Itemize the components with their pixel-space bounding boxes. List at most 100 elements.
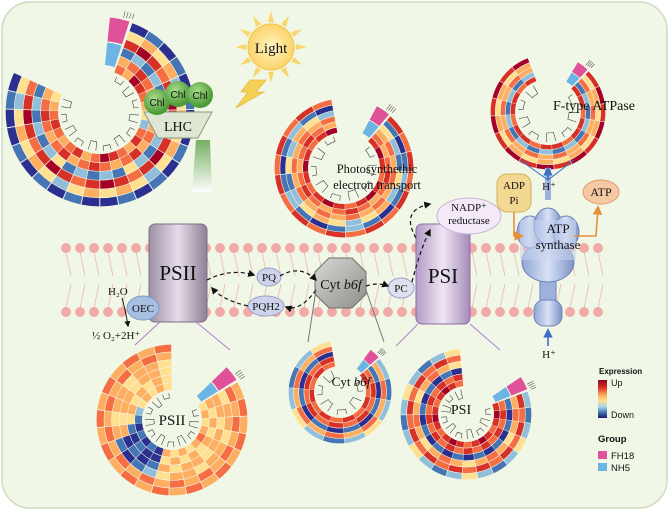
heatmap-cell [120,401,130,414]
heatmap-cell [28,153,45,172]
heatmap-cell [477,435,488,445]
heatmap-cell [141,447,154,459]
heatmap-cell [432,406,439,415]
heatmap-cell [100,153,110,163]
heatmap-cell [324,431,345,439]
heatmap-cell [586,90,595,106]
lipid-head [397,307,407,317]
heatmap-cell [436,364,451,375]
lipid-head [579,243,589,253]
heatmap-cell [454,380,464,388]
heatmap-cell [425,404,433,415]
lightning-icon [235,79,267,109]
heatmap-cell [138,472,155,485]
heatmap-cell [227,431,239,448]
heatmap-cell [463,441,473,448]
heatmap-cell [161,375,172,384]
heatmap-cell [361,415,378,432]
heatmap-cell [127,360,144,375]
lipid-head [75,243,85,253]
heatmap-cell [100,196,119,207]
heatmap-cell [81,196,100,207]
heatmap-cell [131,54,146,68]
heatmap-cell [150,452,162,463]
heatmap-cell [328,219,346,227]
heatmap-cell [170,464,182,473]
heatmap-cell [361,211,378,223]
heatmap-cell [224,417,233,431]
heatmap-cell [101,443,115,461]
lipid-head [61,243,71,253]
heatmap-cell [35,149,51,166]
lipid-head [243,243,253,253]
group-cell-fh18 [506,377,528,396]
heatmap-cell [213,428,224,442]
heatmap-cell [448,361,462,370]
heatmap-cell [420,392,430,405]
heatmap-cell [389,155,397,171]
heatmap-cell [141,392,153,403]
heatmap-cell [162,159,180,178]
heatmap-cell [120,469,138,486]
heatmap-cell [408,370,422,386]
heatmap-cell [116,146,129,159]
heatmap-cell [388,170,397,186]
heatmap-cell [179,454,191,464]
heatmap-cell [590,120,600,137]
cyt-b6f-complex: Cyt b6f [314,257,367,309]
heatmap-cell [363,368,375,384]
heatmap-cell [584,137,599,154]
heatmap-cell [293,388,301,408]
heatmap-cell [345,212,361,221]
lipid-head [495,307,505,317]
circular-heatmap-psii [96,344,248,496]
heatmap-cell [312,99,333,111]
heatmap-cell [436,427,446,438]
heatmap-cell [441,386,451,396]
heatmap-cell [385,378,392,401]
group-cell-nh5 [362,120,379,138]
heatmap-cell [406,400,415,415]
heatmap-cell [185,482,204,494]
heatmap-cell [288,366,300,388]
heatmap-cell [51,91,62,103]
lipid-head [481,307,491,317]
heatmap-cell [291,209,309,227]
heatmap-cell [345,229,366,238]
atp-product: ATP [582,179,620,205]
heatmap-cell [303,148,313,161]
lipid-head [61,307,71,317]
heatmap-cell [402,429,414,446]
heatmap-cell [419,403,427,415]
heatmap-cell [441,448,454,459]
heatmap-cell [503,432,515,446]
heatmap-cell [433,358,448,370]
heatmap-cell [362,215,381,229]
heatmap-cell [42,144,57,159]
heatmap-cell [427,423,436,434]
lipid-head [523,307,533,317]
proton-top-label: H⁺ [542,181,556,193]
heatmap-cell [42,87,54,101]
heatmap-cell [163,382,172,391]
heatmap-cell [312,212,330,224]
heatmap-cell [7,126,20,146]
heatmap-cell [114,64,126,76]
oec-label: OEC [132,303,154,315]
heatmap-cell [399,171,408,190]
heatmap-cell [537,158,554,165]
heatmap-cell [353,406,366,419]
sun-ray-icon [253,15,262,28]
heatmap-cell [154,344,172,354]
heatmap-cell [288,388,297,410]
heatmap-cell [508,434,521,450]
heatmap-cell [371,133,384,147]
heatmap-cell [73,167,88,179]
heatmap-cell [375,381,382,399]
heatmap-cell [66,154,80,167]
heatmap-cell [413,374,427,389]
heatmap-cell [492,81,504,99]
heatmap-cell [381,184,394,200]
chl-label: Chl [170,90,185,101]
